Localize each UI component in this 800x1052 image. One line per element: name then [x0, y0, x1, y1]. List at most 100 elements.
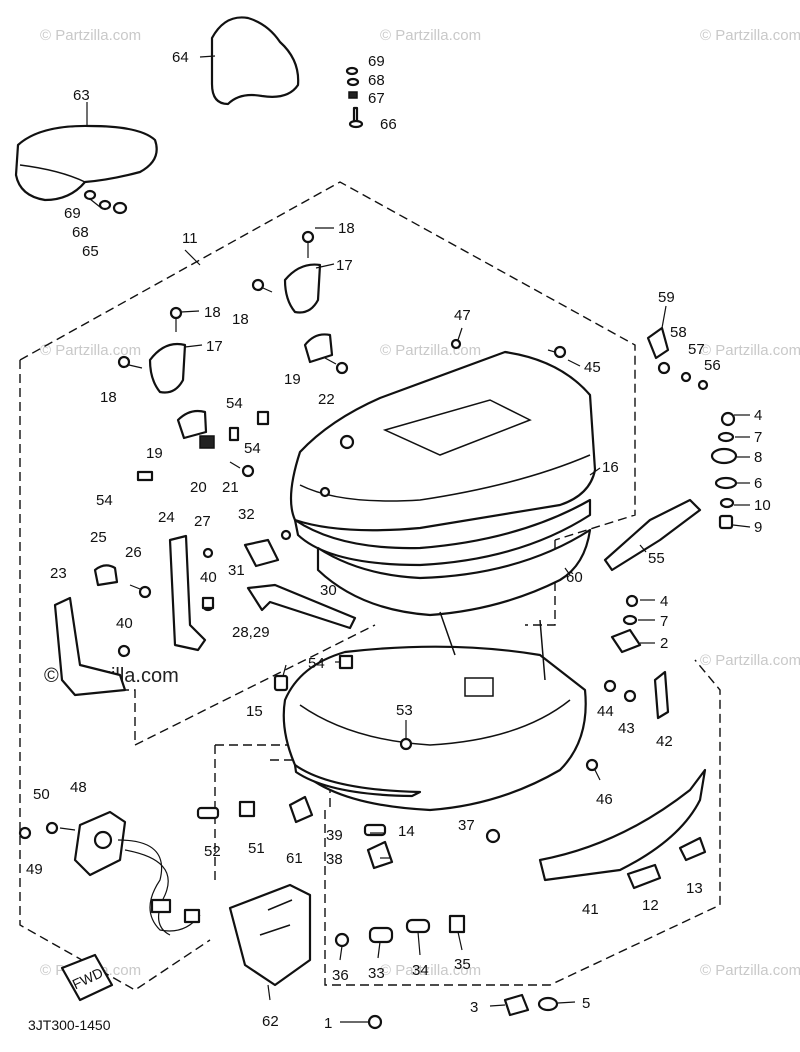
cap-40a — [201, 596, 215, 610]
callout-40: 40 — [200, 569, 217, 586]
callout-48: 48 — [70, 779, 87, 796]
seat-pad-63-edge — [19, 164, 86, 183]
watermark: © Partzilla.com — [380, 962, 481, 979]
callout-31: 31 — [228, 562, 245, 579]
callout-22: 22 — [318, 391, 335, 408]
callout-20: 20 — [190, 479, 207, 496]
watermark: © Partzilla.com — [700, 27, 800, 44]
callout-5: 5 — [582, 995, 590, 1012]
washer-43 — [623, 689, 637, 703]
callout-17: 17 — [206, 338, 223, 355]
clip-54d — [338, 654, 354, 670]
pad-3 — [503, 993, 530, 1017]
trim-strip-55 — [603, 498, 702, 572]
callout-52: 52 — [204, 843, 221, 860]
hinge-17-upper — [283, 263, 322, 314]
callout-18: 18 — [100, 389, 117, 406]
callout-43: 43 — [618, 720, 635, 737]
latch-59 — [646, 326, 670, 360]
leader-lines — [59, 55, 751, 1023]
callout-54: 54 — [96, 492, 113, 509]
watermark: © Partzilla.com — [40, 342, 141, 359]
callout-41: 41 — [582, 901, 599, 918]
bracket-12 — [626, 863, 662, 890]
callout-16: 16 — [602, 459, 619, 476]
grommet-4b — [625, 594, 639, 608]
callout-50: 50 — [33, 786, 50, 803]
callout-63: 63 — [73, 87, 90, 104]
callout-59: 59 — [658, 289, 675, 306]
watermark: © Partzilla.com — [40, 27, 141, 44]
callout-24: 24 — [158, 509, 175, 526]
callout-66: 66 — [380, 116, 397, 133]
callout-55: 55 — [648, 550, 665, 567]
bracket-42 — [653, 670, 670, 720]
callout-39: 39 — [326, 827, 343, 844]
forward-arrow-icon: FWD — [60, 953, 114, 1002]
callout-19: 19 — [146, 445, 163, 462]
pad-54b — [228, 426, 240, 442]
washer-7b — [622, 614, 638, 626]
pad-54c — [136, 470, 154, 482]
watermark: © Partzilla.com — [380, 27, 481, 44]
pad-52 — [196, 806, 220, 820]
callout-37: 37 — [458, 817, 475, 834]
callout-18: 18 — [338, 220, 355, 237]
callout-60: 60 — [566, 569, 583, 586]
callout-67: 67 — [368, 90, 385, 107]
diagram-code: 3JT300-1450 — [28, 1017, 111, 1033]
bracket-13 — [678, 836, 707, 862]
callout-18: 18 — [204, 304, 221, 321]
seat-pad-63 — [14, 124, 158, 202]
grommet-50 — [45, 821, 59, 835]
callout-46: 46 — [596, 791, 613, 808]
callout-45: 45 — [584, 359, 601, 376]
callout-23: 23 — [50, 565, 67, 582]
callout-6: 6 — [754, 475, 762, 492]
callout-56: 56 — [704, 357, 721, 374]
callout-4: 4 — [754, 407, 762, 424]
callout-7: 7 — [754, 429, 762, 446]
callout-12: 12 — [642, 897, 659, 914]
nut-44 — [603, 679, 617, 693]
lock-38 — [366, 840, 394, 870]
callout-68: 68 — [368, 72, 385, 89]
callout-9: 9 — [754, 519, 762, 536]
watermark: © Partzilla.com — [700, 962, 800, 979]
seat-pad-64 — [210, 16, 300, 106]
trim-41 — [538, 768, 707, 882]
washer-56 — [697, 379, 709, 391]
callout-8: 8 — [754, 449, 762, 466]
bolt-1 — [367, 1014, 383, 1030]
top-case-lid — [289, 350, 597, 567]
lamp-48 — [73, 810, 201, 936]
callout-61: 61 — [286, 850, 303, 867]
callout-58: 58 — [670, 324, 687, 341]
plate-31 — [243, 538, 280, 568]
callout-28-29: 28,29 — [232, 624, 270, 641]
callout-21: 21 — [222, 479, 239, 496]
callout-25: 25 — [90, 529, 107, 546]
mount-61 — [288, 795, 314, 824]
lower-case-body — [282, 611, 587, 812]
callout-35: 35 — [454, 956, 471, 973]
callout-34: 34 — [412, 962, 429, 979]
washer-57 — [680, 371, 692, 383]
stay-24 — [168, 534, 207, 652]
callout-3: 3 — [470, 999, 478, 1016]
watermark: © Partzilla.com — [700, 652, 800, 669]
callout-65: 65 — [82, 243, 99, 260]
callout-7: 7 — [660, 613, 668, 630]
callout-64: 64 — [172, 49, 189, 66]
hinge-17-lower — [148, 342, 187, 394]
callout-69: 69 — [64, 205, 81, 222]
callout-4: 4 — [660, 593, 668, 610]
clip-25 — [93, 564, 119, 587]
bracket-19-upper — [303, 333, 334, 364]
callout-40: 40 — [116, 615, 133, 632]
watermark: © Partzilla.com — [700, 342, 800, 359]
callout-62: 62 — [262, 1013, 279, 1030]
hardware-stack-top — [83, 66, 364, 215]
callout-17: 17 — [336, 257, 353, 274]
callout-11: 11 — [182, 230, 198, 247]
